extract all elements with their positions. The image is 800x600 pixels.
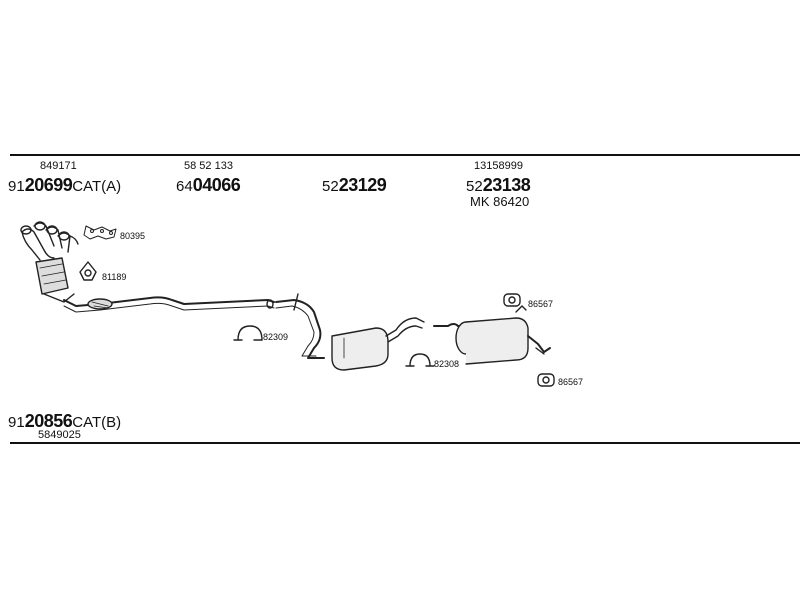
middle-silencer <box>275 293 425 371</box>
tag-clamp-front: 82309 <box>263 332 289 342</box>
top-divider <box>10 154 800 156</box>
tag-clamp-rear: 82308 <box>434 359 460 369</box>
part-ref-5849025: 5849025 <box>38 429 81 441</box>
gasket-set-icon <box>83 225 117 240</box>
tag-rubber-mount-top: 86567 <box>528 299 554 309</box>
clamp-front-icon <box>233 325 263 341</box>
part-ref-849171: 849171 <box>40 160 77 172</box>
part-number-cat-b: 9120856CAT(B) <box>8 411 122 431</box>
part-ref-13158999: 13158999 <box>474 160 523 172</box>
part-number-middle-silencer: 5223129 <box>322 175 387 195</box>
tag-gasket: 81189 <box>102 272 127 282</box>
clamp-rear-icon <box>405 353 435 367</box>
part-ref-5852133: 58 52 133 <box>184 160 233 172</box>
rear-silencer <box>433 305 551 365</box>
rubber-mount-bottom-icon <box>537 373 555 387</box>
part-number-rear-silencer: 5223138 <box>466 175 531 195</box>
exhaust-manifold <box>20 221 79 261</box>
part-number-front-pipe: 6404066 <box>176 175 241 195</box>
flange-gasket-icon <box>79 261 97 281</box>
catalytic-converter-a <box>35 257 75 303</box>
front-pipe <box>63 296 275 313</box>
tag-gasket-set: 80395 <box>120 231 146 241</box>
tag-rubber-mount-bottom: 86567 <box>558 377 584 387</box>
mounting-kit-number: MK 86420 <box>470 194 530 209</box>
part-number-cat-a: 9120699CAT(A) <box>8 175 122 195</box>
rubber-mount-top-icon <box>503 293 521 307</box>
bottom-divider <box>10 442 800 444</box>
